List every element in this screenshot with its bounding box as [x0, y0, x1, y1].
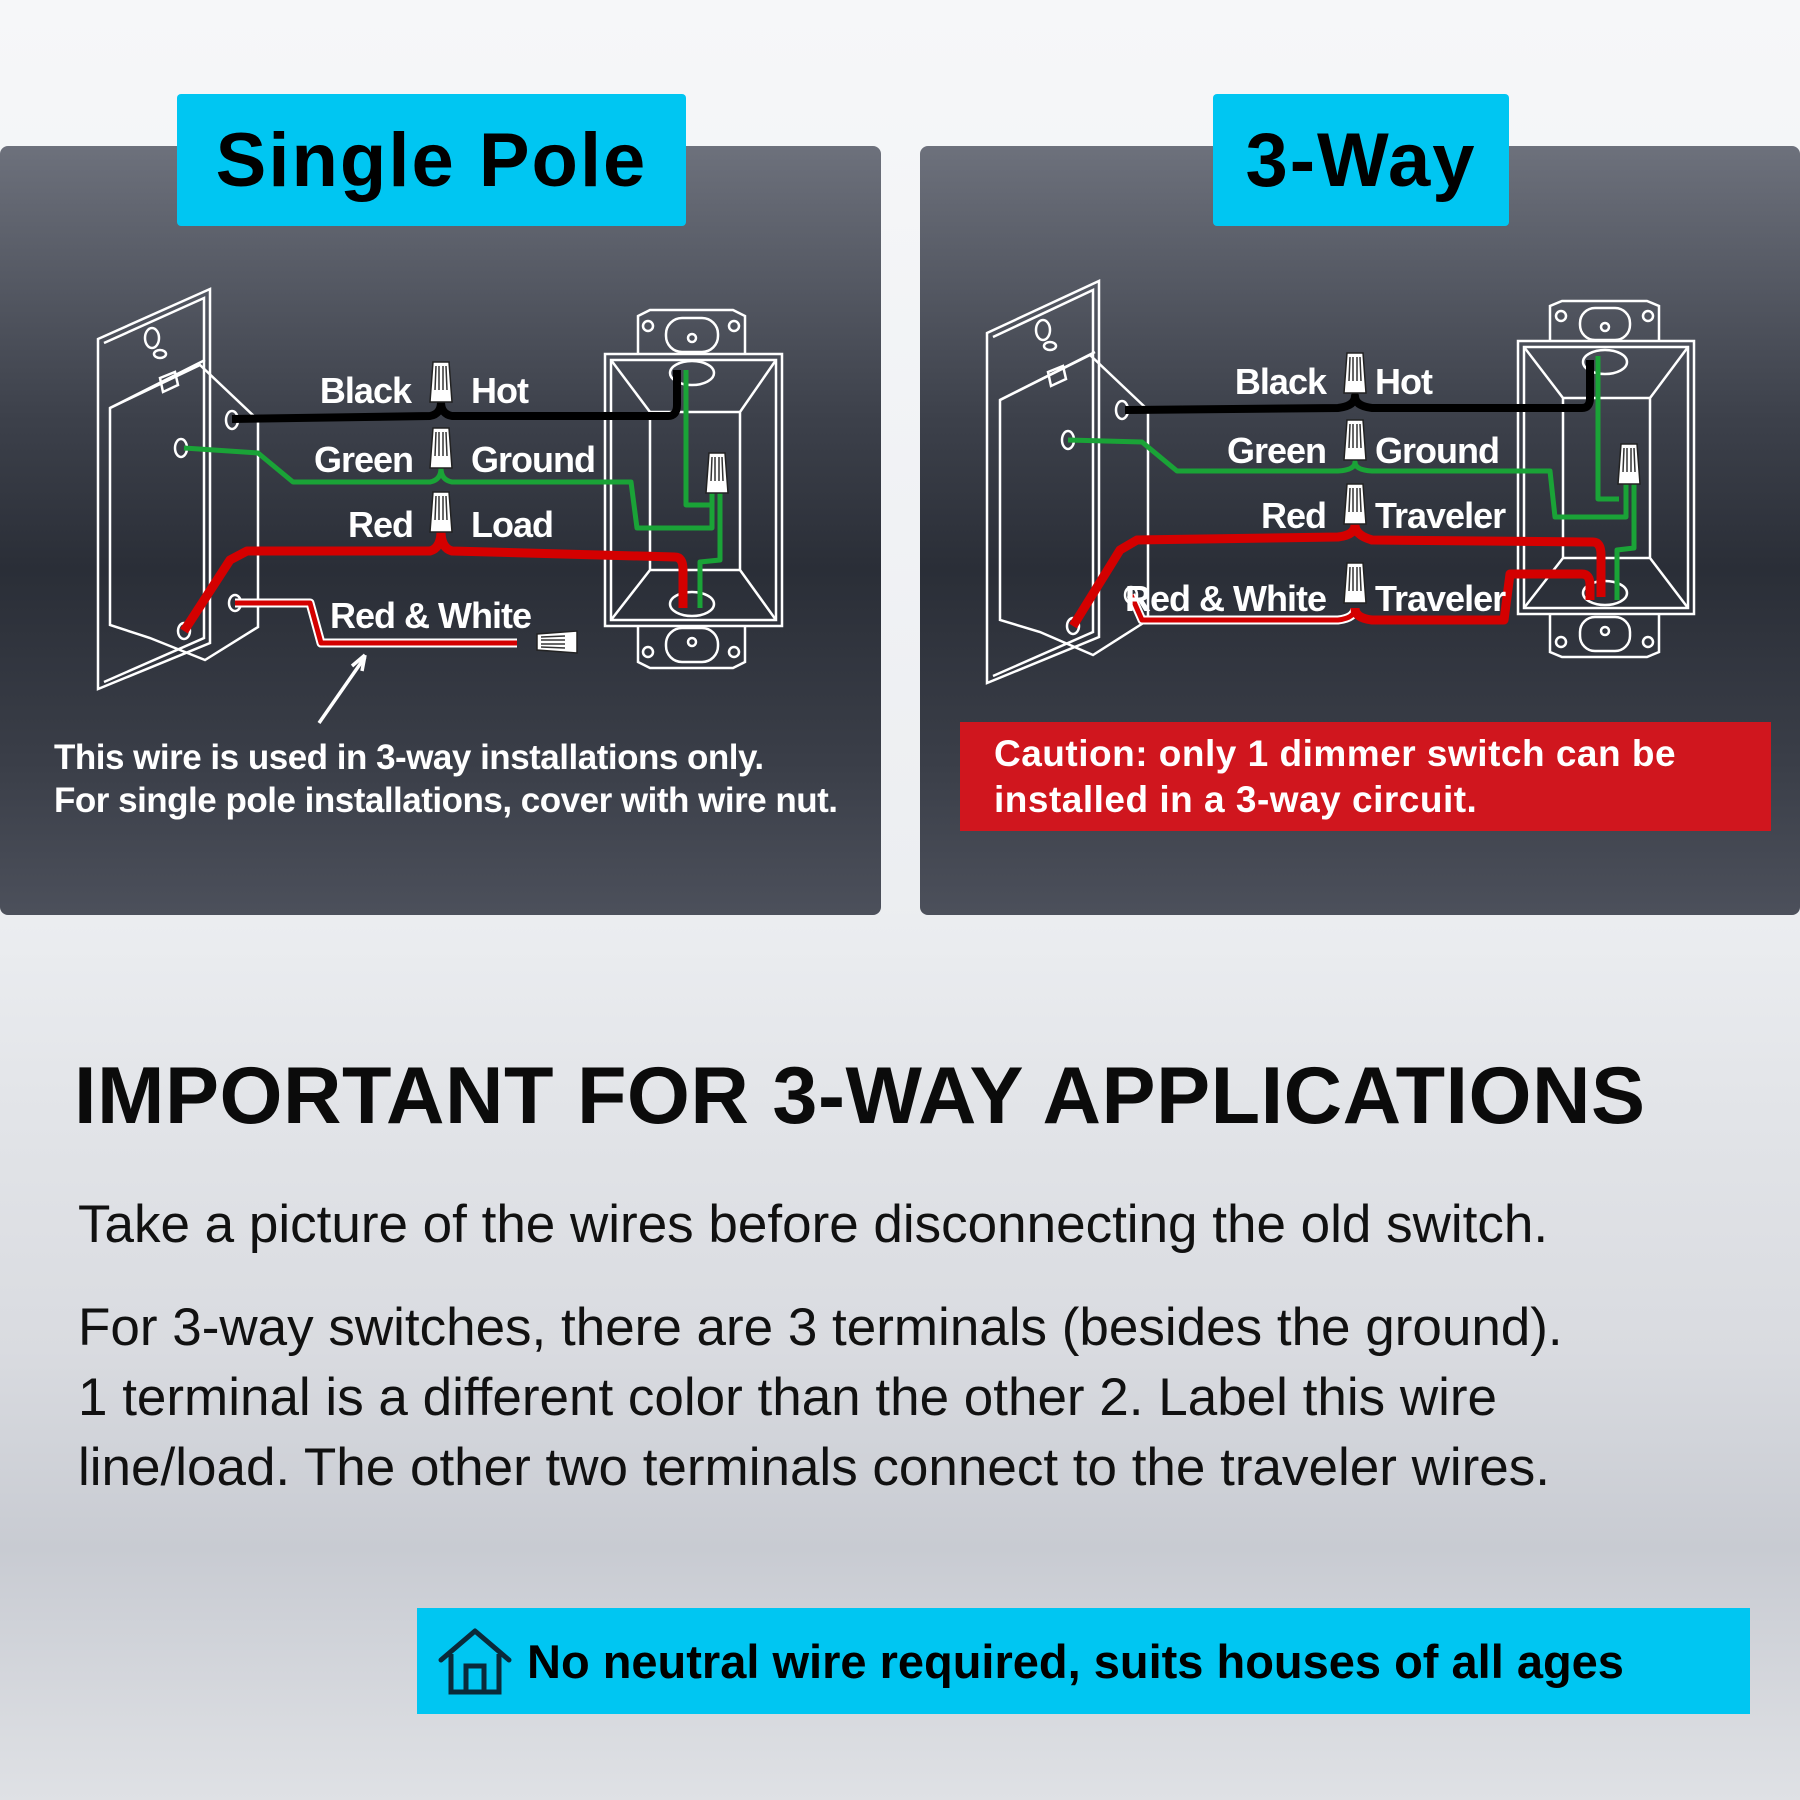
- label-black: Black: [320, 370, 413, 411]
- banner-text: No neutral wire required, suits houses o…: [527, 1634, 1624, 1688]
- wire-note-line-2: For single pole installations, cover wit…: [54, 781, 838, 820]
- label-black: Black: [1235, 361, 1328, 402]
- three-way-title: 3-Way: [1213, 94, 1509, 226]
- label-hot: Hot: [471, 370, 529, 411]
- paragraph-2-line-3: line/load. The other two terminals conne…: [78, 1438, 1550, 1497]
- label-load: Load: [471, 504, 553, 545]
- label-traveler-1: Traveler: [1375, 495, 1506, 536]
- single-pole-wires: [180, 370, 723, 725]
- label-red-white: Red & White: [1125, 578, 1326, 619]
- caution-box: Caution: only 1 dimmer switch can be ins…: [960, 722, 1771, 831]
- wiring-diagrams: Black Hot Green Ground Red Load Red & Wh…: [96, 279, 1696, 725]
- paragraph-2-line-2: 1 terminal is a different color than the…: [78, 1368, 1498, 1427]
- paragraph-1: Take a picture of the wires before disco…: [78, 1195, 1549, 1254]
- label-green: Green: [1227, 430, 1326, 471]
- single-pole-title: Single Pole: [177, 94, 686, 226]
- wire-note-line-1: This wire is used in 3-way installations…: [54, 738, 764, 777]
- important-heading: IMPORTANT FOR 3-WAY APPLICATIONS: [74, 1051, 1646, 1141]
- house-icon: [438, 1628, 512, 1695]
- label-red: Red: [348, 504, 413, 545]
- label-ground: Ground: [471, 439, 595, 480]
- label-red-white: Red & White: [330, 595, 531, 636]
- paragraph-2: For 3-way switches, there are 3 terminal…: [78, 1293, 1563, 1503]
- three-way-dimmer-outline: [985, 279, 1150, 685]
- label-traveler-2: Traveler: [1375, 578, 1506, 619]
- single-pole-outlet-box: [603, 308, 784, 670]
- label-green: Green: [314, 439, 413, 480]
- single-pole-dimmer-outline: [96, 287, 260, 691]
- caution-line-2: installed in a 3-way circuit.: [994, 779, 1478, 820]
- label-red: Red: [1261, 495, 1326, 536]
- caution-line-1: Caution: only 1 dimmer switch can be: [994, 733, 1677, 774]
- three-way-outlet-box: [1516, 299, 1696, 659]
- three-way-wires: [1067, 356, 1637, 629]
- no-neutral-banner: No neutral wire required, suits houses o…: [417, 1608, 1750, 1714]
- paragraph-2-line-1: For 3-way switches, there are 3 terminal…: [78, 1298, 1563, 1357]
- label-ground: Ground: [1375, 430, 1499, 471]
- label-hot: Hot: [1375, 361, 1433, 402]
